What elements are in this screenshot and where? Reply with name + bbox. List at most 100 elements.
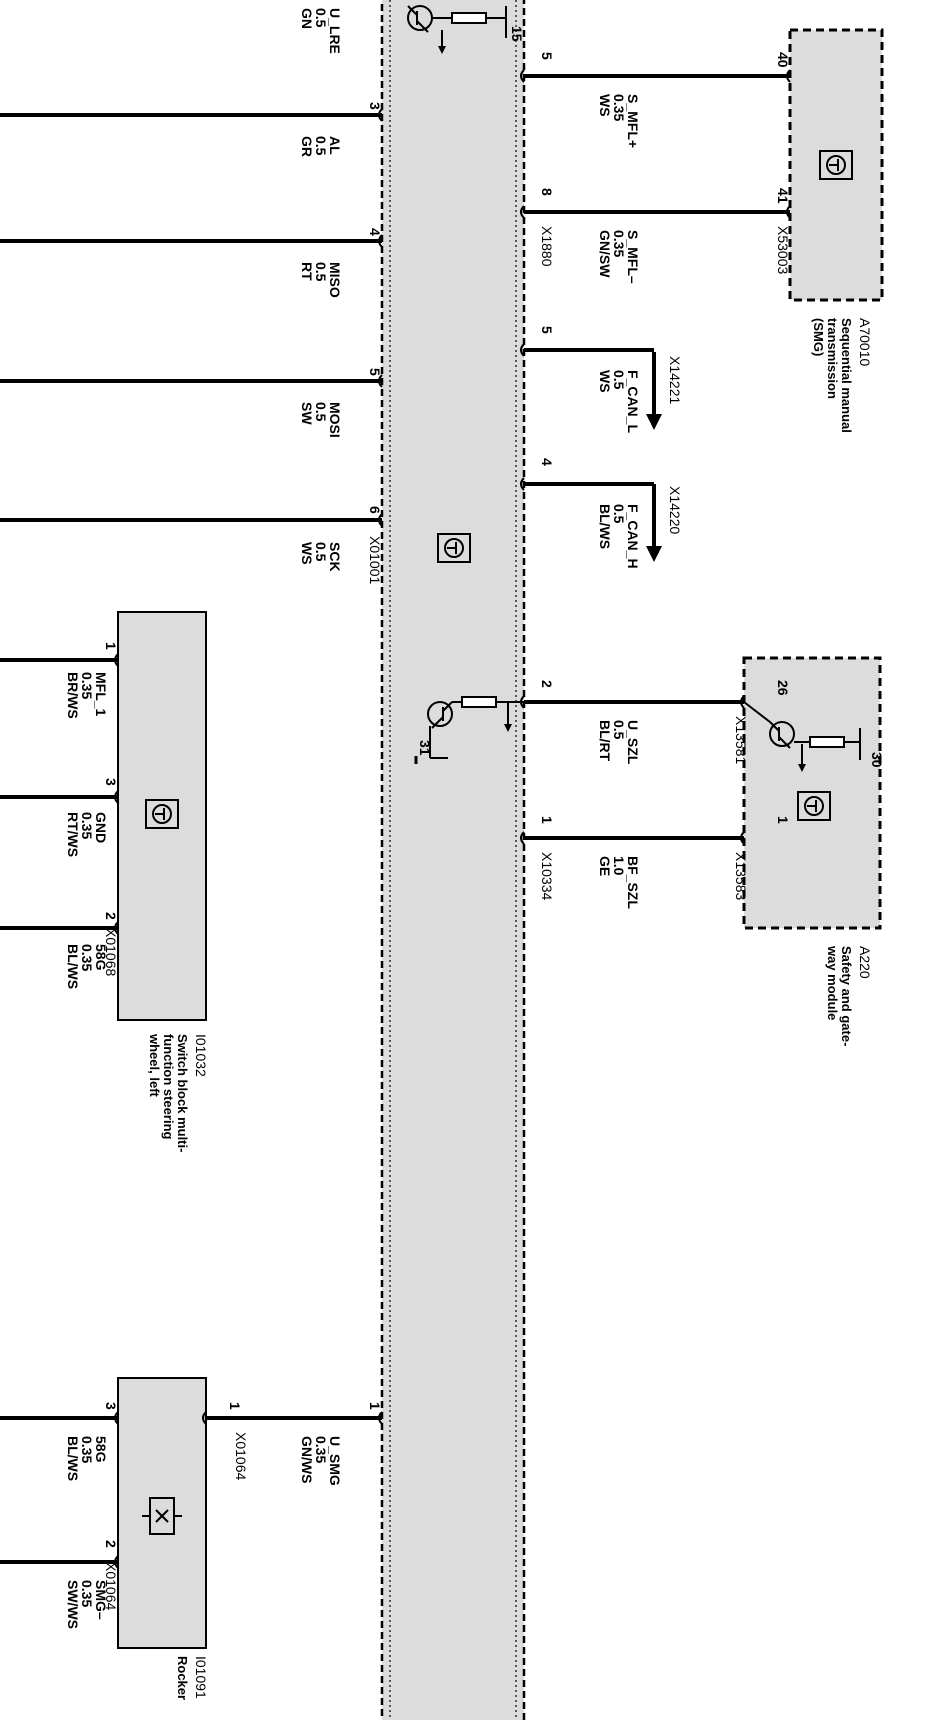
- wire-label: 0.5: [313, 136, 329, 156]
- component-name-i01032-line3: wheel, left: [147, 1033, 162, 1098]
- arrow-down-icon: [438, 46, 446, 54]
- connector-label: X14221: [667, 356, 683, 404]
- wire-label: S_MFL–: [625, 230, 641, 284]
- wire-label: SMG–: [93, 1580, 109, 1620]
- connector-label: X53003: [775, 226, 791, 274]
- wire-label: 0.35: [79, 1436, 95, 1463]
- pin-label: 4: [367, 228, 383, 236]
- wire-label: U_SZL: [625, 720, 641, 765]
- wire-label: BL/WS: [65, 1436, 81, 1481]
- wire-label: GE: [597, 856, 613, 876]
- pin-label: 2: [539, 680, 555, 688]
- wire-label: 0.35: [79, 944, 95, 971]
- connector-tick: [520, 477, 525, 491]
- connector-tick: [520, 343, 525, 357]
- connector-tick: [378, 513, 383, 527]
- component-box-i01091: [117, 1377, 207, 1649]
- connector-tick: [786, 205, 791, 219]
- connector-label: X13581: [733, 716, 749, 764]
- switch-icon: [142, 1497, 182, 1535]
- wire-label: BF_SZL: [625, 856, 641, 909]
- pin-label: 40: [775, 52, 791, 68]
- transistor-icon: [427, 701, 453, 729]
- wire-label: 0.5: [611, 370, 627, 390]
- connector-tick: [378, 108, 383, 122]
- connector-tick: [114, 790, 119, 804]
- arrow-down-icon: [646, 546, 662, 562]
- pin-label: 1: [227, 1402, 243, 1410]
- pin-label: 5: [367, 368, 383, 376]
- wire-label: 0.35: [79, 812, 95, 839]
- wire-label: GN/WS: [299, 1436, 315, 1483]
- component-name-a220-line1: Safety and gate-: [839, 946, 854, 1046]
- wire-label: BL/WS: [597, 504, 613, 549]
- connector-label: X1880: [539, 226, 555, 267]
- connector-label: X14220: [667, 486, 683, 534]
- connector-tick: [202, 1411, 207, 1425]
- connector-tick: [520, 695, 525, 709]
- wire-label: 0.5: [313, 542, 329, 562]
- pin-label: 5: [539, 326, 555, 334]
- wire-label: GN: [299, 8, 315, 29]
- wire-label: F_CAN_L: [625, 370, 641, 433]
- wire-label: RT: [299, 262, 315, 281]
- pin-label: 4: [539, 458, 555, 466]
- arrow-down-icon: [798, 764, 806, 772]
- pin-label: 41: [775, 188, 791, 204]
- wire-label: BR/WS: [65, 672, 81, 719]
- pin-label: 8: [539, 188, 555, 196]
- connector-label: X10334: [539, 852, 555, 900]
- wire-label: AL: [327, 136, 343, 155]
- pin-label: 3: [103, 1402, 119, 1410]
- connector-tick: [114, 1555, 119, 1569]
- wire-label: 0.35: [79, 1580, 95, 1607]
- wire-label: WS: [597, 94, 613, 117]
- pin-label: 31: [417, 740, 433, 756]
- wire-label: RT/WS: [65, 812, 81, 857]
- component-id-i01032: I01032: [193, 1034, 209, 1077]
- central-module-box: [380, 0, 526, 1720]
- pin-label: 1: [539, 816, 555, 824]
- component-id-a70010: A70010: [857, 318, 873, 366]
- wire-label: MOSI: [327, 402, 343, 438]
- wire-label: GND: [93, 812, 109, 843]
- component-name-i01032-line1: Switch block multi-: [175, 1034, 190, 1152]
- arrow-down-icon: [646, 414, 662, 430]
- wire-label: 0.5: [313, 8, 329, 28]
- wire-label: GR: [299, 136, 315, 157]
- wire-label: SW: [299, 402, 315, 425]
- pin-label: 3: [103, 778, 119, 786]
- resistor-icon: [461, 696, 497, 708]
- wire-label: SW/WS: [65, 1580, 81, 1629]
- connector-tick: [114, 1411, 119, 1425]
- wire-label: MFL_1: [93, 672, 109, 717]
- connector-tick: [740, 831, 745, 845]
- pin-label: 2: [103, 912, 119, 920]
- connector-tick: [114, 653, 119, 667]
- wire-label: U_LRE: [327, 8, 343, 54]
- transistor-icon: [769, 721, 795, 749]
- wire-label: 0.35: [313, 1436, 329, 1463]
- component-name-a70010-line3: (SMG): [811, 318, 826, 356]
- wire-label: 0.35: [611, 230, 627, 257]
- wire-label-layer: U_LRE0.5GNAL0.5GRMISO0.5RTMOSI0.5SWSCK0.…: [65, 8, 641, 1629]
- wire-label: 0.35: [611, 94, 627, 121]
- connector-tick: [114, 921, 119, 935]
- wire-label: 0.35: [79, 672, 95, 699]
- wire-label: WS: [597, 370, 613, 393]
- pin-label: 3: [367, 102, 383, 110]
- wire-label: 58G: [93, 1436, 109, 1463]
- pin-label: 26: [775, 680, 791, 696]
- connector-label: X01064: [233, 1432, 249, 1480]
- connector-label: X01068: [103, 928, 119, 976]
- connector-tick: [740, 695, 745, 709]
- connector-label: X01001: [367, 536, 383, 584]
- connector-tick: [378, 374, 383, 388]
- wire-label: MISO: [327, 262, 343, 298]
- pin-label: 1: [103, 642, 119, 650]
- circuit-line: [743, 701, 771, 723]
- wire-label: 58G: [93, 944, 109, 971]
- wire-label: 0.5: [313, 402, 329, 422]
